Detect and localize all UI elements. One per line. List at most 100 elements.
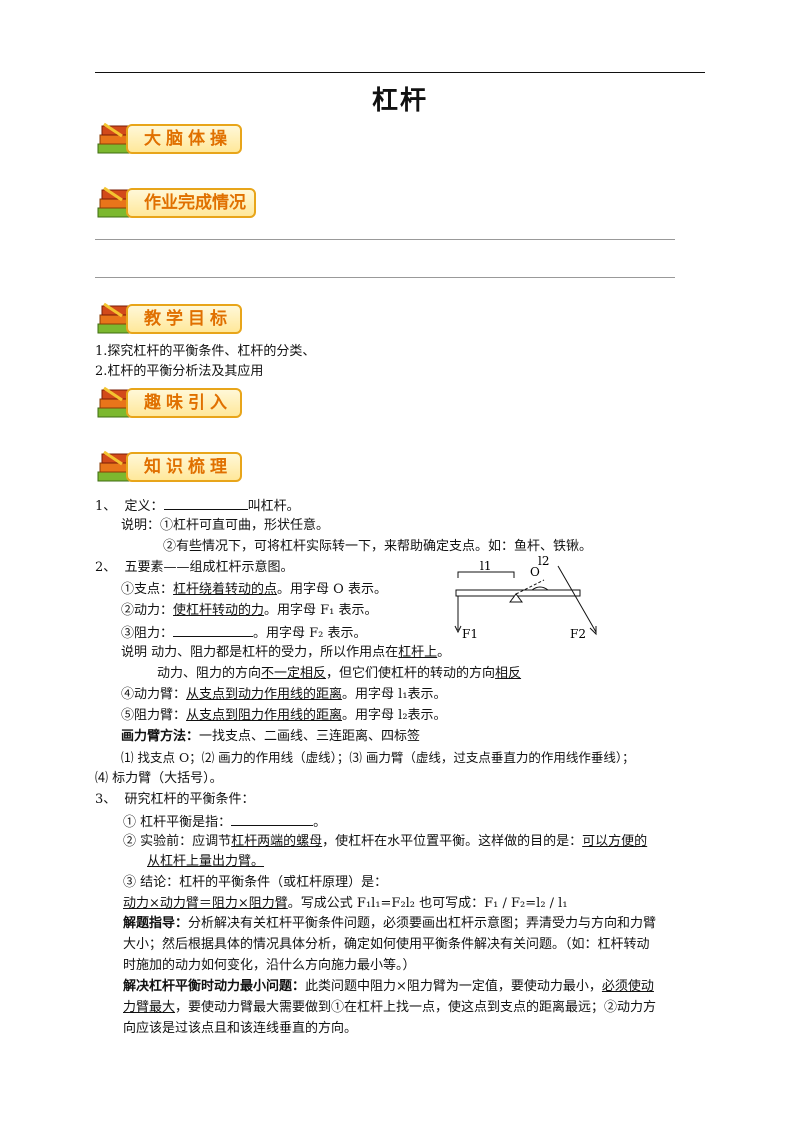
fill-blank [231, 811, 314, 826]
label: ⑤阻力臂： [121, 708, 187, 723]
definition-note: 说明：①杠杆可直可曲，形状任意。 [121, 516, 329, 536]
f1-label: F1 [462, 627, 478, 641]
answer-line [95, 277, 675, 278]
balance-heading-text: 研究杠杆的平衡条件： [124, 792, 255, 807]
underlined-answer: 必须使动 [601, 979, 654, 994]
text: 说明 动力、阻力都是杠杆的受力，所以作用点在 [121, 645, 399, 660]
item-number: 3、 [95, 792, 117, 807]
guide-line-3: 时施加的动力如何变化，沿什么方向施力最小等。） [123, 958, 416, 973]
underlined-answer: 不一定相反 [261, 666, 327, 681]
underlined-answer: 可以方便的 [582, 834, 648, 849]
goal-item: 1.探究杠杆的平衡条件、杠杆的分类、 [95, 344, 316, 359]
guide-line-1: 解题指导：分析解决有关杠杆平衡条件问题，必须要画出杠杆示意图；弄清受力与方向和力… [123, 914, 656, 934]
underlined-answer: 杠杆绕着转动的点 [173, 582, 278, 597]
force-note: 说明 动力、阻力都是杠杆的受力，所以作用点在杠杆上。 [121, 643, 450, 663]
fulcrum-triangle [509, 593, 523, 603]
formula-text: 。写成公式 F₁l₁=F₂l₂ 也可写成：F₁ / F₂=l₂ / l₁ [287, 896, 568, 911]
item-number: 2、 [95, 560, 117, 575]
effort-arm-line: ④动力臂：从支点到动力作用线的距离。用字母 l₁表示。 [121, 685, 447, 705]
underlined-answer: 使杠杆转动的力 [173, 603, 265, 618]
o-label: O [530, 565, 540, 579]
guide-label: 解题指导： [123, 916, 189, 931]
method-line: 画力臂方法：一找支点、二画线、三连距离、四标签 [121, 727, 420, 747]
item-number: 1、 [95, 499, 117, 514]
label: ②动力： [121, 603, 174, 618]
text: 。用字母 F₁ 表示。 [264, 603, 378, 618]
load-line: ③阻力： 。用字母 F₂ 表示。 [121, 622, 367, 644]
text: ，但它们使杠杆的转动的方向 [326, 666, 496, 681]
header-rule [95, 72, 705, 73]
l2-label: l2 [538, 556, 549, 568]
text: 。用字母 F₂ 表示。 [253, 626, 367, 641]
text: 。 [313, 815, 327, 830]
underlined-answer: 动力×动力臂＝阻力×阻力臂 [123, 896, 288, 911]
text: 分析解决有关杠杆平衡条件问题，必须要画出杠杆示意图；弄清受力与方向和力臂 [188, 916, 657, 931]
books-icon [97, 122, 135, 154]
balance-item-2: ② 实验前：应调节杠杆两端的螺母，使杠杆在水平位置平衡。这样做的目的是：可以方便… [123, 832, 647, 852]
note-label: 说明： [121, 518, 161, 533]
definition-label: 定义： [124, 499, 164, 514]
underlined-answer: 从支点到阻力作用线的距离 [186, 708, 343, 723]
elements-heading-text: 五要素——组成杠杆示意图。 [124, 560, 294, 575]
fulcrum-line: ①支点：杠杆绕着转动的点。用字母 O 表示。 [121, 580, 387, 600]
l2-arm [515, 579, 545, 595]
l1-brace [457, 571, 515, 578]
section-title: 教学目标 [126, 304, 242, 334]
f2-arrow [557, 565, 597, 633]
section-title: 作业完成情况 [126, 188, 256, 218]
balance-item-1: ① 杠杆平衡是指： 。 [123, 811, 326, 833]
l1-label: l1 [480, 559, 491, 573]
text: 此类问题中阻力×阻力臂为一定值，要使动力最小， [305, 979, 602, 994]
l2-brace [531, 586, 549, 591]
definition-line: 1、 定义： 叫杠杆。 [95, 495, 300, 517]
balance-formula: 动力×动力臂＝阻力×阻力臂。写成公式 F₁l₁=F₂l₂ 也可写成：F₁ / F… [123, 894, 568, 914]
definition-suffix: 叫杠杆。 [247, 499, 300, 514]
f2-arrowhead [589, 626, 597, 636]
page-title: 杠杆 [371, 86, 428, 116]
section-homework: 作业完成情况 [96, 182, 266, 222]
text: 。用字母 O 表示。 [277, 582, 387, 597]
balance-heading: 3、 研究杠杆的平衡条件： [95, 790, 255, 810]
f2-label: F2 [570, 627, 586, 641]
note-text: ①杠杆可直可曲，形状任意。 [160, 518, 330, 533]
elements-heading: 2、 五要素——组成杠杆示意图。 [95, 558, 294, 578]
text: 动力、阻力的方向 [157, 666, 262, 681]
method-label: 画力臂方法： [121, 729, 200, 744]
definition-note: ②有些情况下，可将杠杆实际转一下，来帮助确定支点。如：鱼杆、铁锹。 [163, 539, 593, 554]
section-title: 知识梳理 [126, 452, 242, 482]
balance-item-2-cont: 从杠杆上量出力臂。 [147, 852, 264, 872]
text: 。用字母 l₂表示。 [342, 708, 447, 723]
section-goals: 教学目标 [96, 298, 266, 338]
effort-line: ②动力：使杠杆转动的力。用字母 F₁ 表示。 [121, 601, 378, 621]
underlined-answer: 从支点到动力作用线的距离 [186, 687, 343, 702]
underlined-answer: 从杠杆上量出力臂。 [147, 854, 265, 869]
underlined-answer: 杠杆上 [398, 645, 438, 660]
text: ② 实验前：应调节 [123, 834, 232, 849]
underlined-answer: 力臂最大 [123, 1000, 176, 1015]
direction-note: 动力、阻力的方向不一定相反，但它们使杠杆的转动的方向相反 [157, 664, 521, 684]
method-text: 一找支点、二画线、三连距离、四标签 [199, 729, 421, 744]
lever-diagram: l1 O l2 F1 F2 [454, 556, 597, 641]
label: ③阻力： [121, 626, 174, 641]
guide-line-2: 大小；然后根据具体的情况具体分析，确定如何使用平衡条件解决有关问题。（如：杠杆转… [123, 937, 650, 952]
underlined-answer: 相反 [495, 666, 522, 681]
f1-arrowhead [454, 625, 462, 634]
balance-item-3: ③ 结论：杠杆的平衡条件（或杠杆原理）是： [123, 875, 388, 890]
text: ，要使动力臂最大需要做到①在杠杆上找一点，使这点到支点的距离最远；②动力方 [175, 1000, 657, 1015]
fill-blank [173, 622, 254, 637]
label: ①支点： [121, 582, 174, 597]
section-title: 大脑体操 [126, 124, 242, 154]
text: 。 [437, 645, 451, 660]
min-force-line-1: 解决杠杆平衡时动力最小问题：此类问题中阻力×阻力臂为一定值，要使动力最小，必须使… [123, 977, 654, 997]
section-knowledge: 知识梳理 [96, 446, 266, 486]
section-intro: 趣味引入 [96, 382, 266, 422]
text: ，使杠杆在水平位置平衡。这样做的目的是： [322, 834, 583, 849]
min-force-line-3: 向应该是过该点且和该连线垂直的方向。 [123, 1021, 358, 1036]
underlined-answer: 杠杆两端的螺母 [231, 834, 323, 849]
text: ① 杠杆平衡是指： [123, 815, 232, 830]
label: ④动力臂： [121, 687, 187, 702]
fill-blank [163, 495, 248, 510]
load-arm-line: ⑤阻力臂：从支点到阻力作用线的距离。用字母 l₂表示。 [121, 706, 447, 726]
books-icon [97, 386, 135, 418]
method-step4: ⑷ 标力臂（大括号）。 [95, 771, 223, 786]
